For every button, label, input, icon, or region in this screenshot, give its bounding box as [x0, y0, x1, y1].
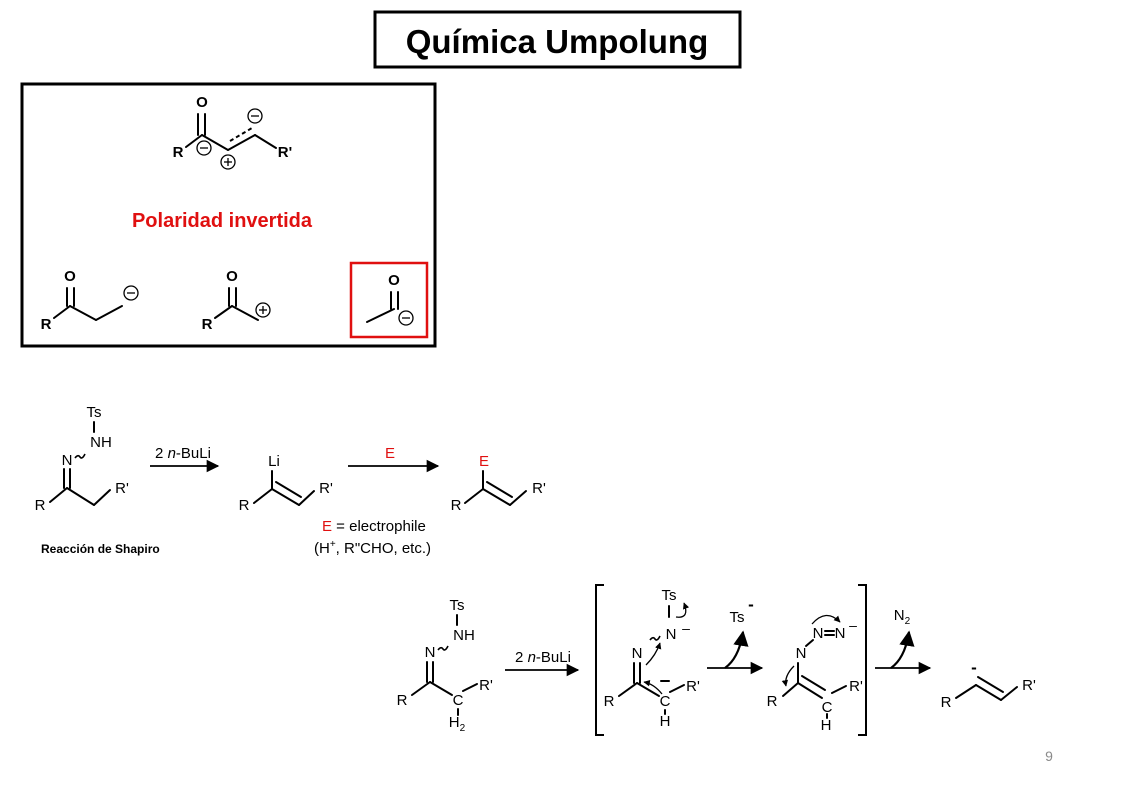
reagent-label: 2 n-BuLi — [515, 649, 571, 666]
diazenide-intermediate: N N N – R C R' H — [767, 614, 863, 734]
curved-arrow-icon — [781, 665, 795, 687]
atom-ts: Ts — [87, 404, 102, 421]
atom-o: O — [388, 272, 400, 289]
leaving-group-ts: Ts — [730, 609, 745, 626]
atom-h: H — [660, 713, 671, 730]
enone-molecule: R O R' — [173, 94, 292, 170]
atom-r: R — [173, 144, 184, 161]
hydrazone-reactant: Ts NH N R R' — [35, 404, 129, 514]
polarity-box: R O R' Polaridad invertida O R — [20, 82, 437, 348]
minus-charge-icon — [123, 285, 139, 301]
page-title: Química Umpolung — [406, 23, 709, 60]
atom-n: N — [813, 625, 824, 642]
leaving-arrow-icon — [724, 630, 749, 669]
carbanion-molecule: O R — [41, 268, 139, 333]
mechanism-reactant: Ts NH N R C R' H2 — [397, 597, 493, 734]
electrophile-legend: E = electrophile — [322, 518, 426, 535]
atom-r-prime: R' — [278, 144, 292, 161]
atom-o: O — [64, 268, 76, 285]
atom-r-prime: R' — [686, 678, 700, 695]
acyl-anion-molecule: O — [349, 261, 429, 339]
atom-n: N — [632, 645, 643, 662]
atom-ts: Ts — [662, 587, 677, 604]
polarity-label: Polaridad invertida — [132, 210, 313, 232]
minus-charge-icon — [398, 310, 414, 326]
nitrogen-loss-step: N2 — [875, 607, 932, 675]
atom-r-prime: R' — [115, 480, 129, 497]
atom-c: C — [453, 692, 464, 709]
atom-r: R — [41, 316, 52, 333]
charge-minus: – — [849, 617, 857, 633]
shapiro-scheme: Ts NH N R R' 2 n-BuLi Li R R' — [35, 404, 546, 557]
vinyllithium-intermediate: Li R R' — [239, 453, 333, 514]
atom-h2: H2 — [449, 714, 466, 734]
atom-r: R — [451, 497, 462, 514]
atom-n-anion: N — [835, 625, 846, 642]
bracket-right — [858, 584, 867, 736]
atom-ts: Ts — [450, 597, 465, 614]
acyl-cation-molecule: O R — [202, 268, 271, 333]
atom-c: C — [822, 699, 833, 716]
leaving-group-n2: N2 — [894, 607, 911, 627]
charge-minus: – — [682, 620, 690, 636]
atom-r: R — [941, 694, 952, 711]
atom-r: R — [767, 693, 778, 710]
atom-o: O — [226, 268, 238, 285]
bracket-left — [595, 584, 604, 736]
atom-e: E — [479, 453, 489, 470]
atom-r: R — [239, 497, 250, 514]
atom-r-prime: R' — [319, 480, 333, 497]
atom-n: N — [425, 644, 436, 661]
title-box: Química Umpolung — [373, 10, 742, 69]
atom-r-prime: R' — [532, 480, 546, 497]
electrophile-label: E — [385, 445, 395, 462]
atom-r-prime: R' — [1022, 677, 1036, 694]
reagent-label: 2 n-BuLi — [155, 445, 211, 462]
minus-charge-icon — [196, 140, 212, 156]
tosyl-elimination-step: Ts - — [707, 595, 764, 675]
atom-li: Li — [268, 453, 280, 470]
curved-arrow-icon — [643, 679, 663, 695]
atom-r: R — [202, 316, 213, 333]
atom-n: N — [796, 645, 807, 662]
atom-r-prime: R' — [849, 678, 863, 695]
atom-r: R — [397, 692, 408, 709]
substituted-alkene-product: E R R' — [451, 453, 546, 514]
atom-c: C — [660, 693, 671, 710]
atom-nh: NH — [453, 627, 475, 644]
highlight-frame — [349, 261, 429, 339]
reaction-caption: Reacción de Shapiro — [41, 542, 160, 556]
curved-arrow-icon — [811, 614, 841, 625]
atom-o: O — [196, 94, 208, 111]
atom-nh: NH — [90, 434, 112, 451]
atom-r: R — [604, 693, 615, 710]
atom-n-anion: N — [666, 626, 677, 643]
plus-charge-icon — [220, 154, 236, 170]
page-number: 9 — [1045, 748, 1053, 764]
electrophile-examples: (H+, R"CHO, etc.) — [314, 539, 431, 557]
curved-arrow-icon — [645, 642, 662, 666]
atom-n: N — [62, 452, 73, 469]
leaving-arrow-icon — [890, 630, 915, 669]
vinyl-anion-product: R R' - — [941, 658, 1036, 711]
curved-arrow-icon — [675, 602, 690, 618]
plus-charge-icon — [255, 302, 271, 318]
charge-minus: - — [971, 658, 977, 677]
minus-charge-icon — [247, 108, 263, 124]
atom-r-prime: R' — [479, 677, 493, 694]
charge-minus: - — [748, 595, 754, 614]
mechanism-scheme: Ts NH N R C R' H2 2 n-BuLi Ts N – — [397, 584, 1036, 736]
atom-h: H — [821, 717, 832, 734]
atom-r: R — [35, 497, 46, 514]
dianion-intermediate: Ts N – N R C R' H — [604, 587, 700, 730]
